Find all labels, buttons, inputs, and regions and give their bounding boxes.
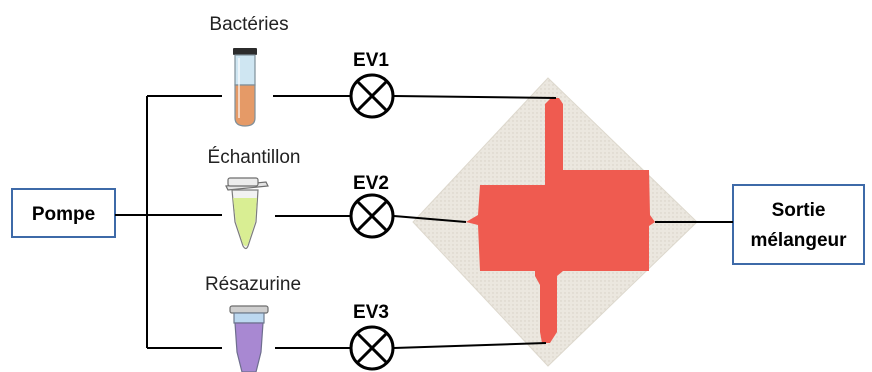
- pump-label: Pompe: [32, 204, 95, 225]
- valve1-to-mixer-wire: [393, 95, 557, 99]
- reagent-label-bacteries: Bactéries: [209, 14, 288, 35]
- output-label-line2: mélangeur: [750, 230, 847, 251]
- pump-box: [11, 188, 116, 238]
- reagent-label-echantillon: Échantillon: [208, 147, 301, 168]
- valve-label-ev3: EV3: [353, 302, 389, 323]
- tube-echantillon: [225, 177, 269, 250]
- mixer-channel: [466, 98, 655, 343]
- valve-ev2: [349, 193, 395, 239]
- valve2-to-mixer-wire: [393, 215, 467, 223]
- output-box: [732, 184, 865, 265]
- valve-ev3: [349, 325, 395, 371]
- valve-label-ev2: EV2: [353, 173, 389, 194]
- reagent-label-resazurine: Résazurine: [205, 274, 301, 295]
- valve-ev1: [349, 73, 395, 119]
- tube-bacteries: [233, 48, 257, 127]
- valve-label-ev1: EV1: [353, 50, 389, 71]
- tube-resazurine: [229, 305, 269, 372]
- output-label-line1: Sortie: [772, 200, 826, 221]
- valve3-to-mixer-wire: [393, 342, 547, 349]
